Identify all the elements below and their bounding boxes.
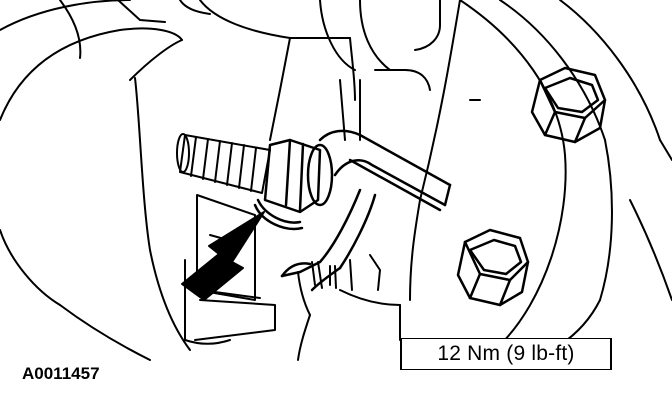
torque-spec-label: 12 Nm (9 lb-ft) <box>400 338 612 370</box>
housing-outline <box>0 0 191 361</box>
figure-id: A0011457 <box>22 364 100 383</box>
torque-spec-text: 12 Nm (9 lb-ft) <box>437 342 575 365</box>
threaded-stud <box>176 133 271 194</box>
pointer-arrow <box>181 211 265 301</box>
sensor-body <box>184 194 276 345</box>
connector <box>297 254 401 361</box>
engine-block-outline <box>179 0 441 141</box>
hex-bolt-upper <box>530 66 607 144</box>
mounting-bracket <box>409 0 672 346</box>
sensor-bracket <box>280 129 452 292</box>
hex-bolt-lower <box>456 228 530 307</box>
nut <box>253 138 334 231</box>
